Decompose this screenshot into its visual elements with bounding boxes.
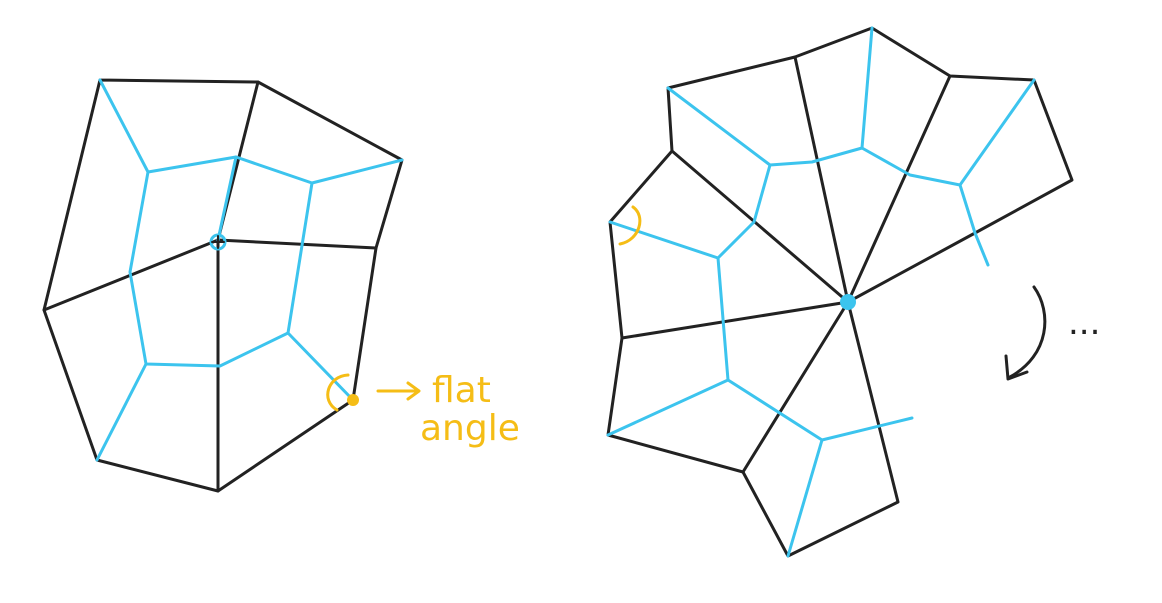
left-black-edges xyxy=(42,78,404,493)
right-angle-arc xyxy=(618,205,642,246)
ellipsis-text: ... xyxy=(1068,303,1100,343)
left-dual-cycle xyxy=(128,155,314,368)
rotation-arrow-curve xyxy=(1008,285,1047,379)
right-center-vertex-dot xyxy=(840,294,856,310)
right-spoke xyxy=(670,149,850,304)
flat-angle-label-line1: flat xyxy=(432,370,491,411)
right-black-edges xyxy=(606,26,1074,558)
left-dual-edge xyxy=(216,155,238,242)
right-spoke xyxy=(620,300,850,340)
right-blue-dual xyxy=(606,26,1036,558)
right-spoke xyxy=(741,300,850,474)
left-dual-edge xyxy=(98,78,150,174)
left-spoke-right xyxy=(216,238,378,250)
left-dual-edge xyxy=(286,331,355,402)
rotation-arrow xyxy=(1004,285,1047,381)
flat-angle-annotation: flat angle xyxy=(326,370,520,449)
right-spoke xyxy=(846,74,952,304)
annotation-arrow-head xyxy=(406,381,421,401)
right-dual-path xyxy=(958,183,990,267)
left-polyhedral-net xyxy=(42,78,404,493)
left-outer-boundary xyxy=(42,78,404,493)
left-blue-dual xyxy=(95,78,404,462)
right-outer-boundary xyxy=(606,26,1074,558)
left-dual-edge xyxy=(310,158,404,185)
flat-angle-vertex-dot xyxy=(347,394,359,406)
left-dual-edge xyxy=(95,362,148,462)
right-dual-path xyxy=(860,26,874,150)
right-dual-path xyxy=(606,256,730,437)
rotation-arrow-head xyxy=(1004,354,1029,381)
right-dual-path xyxy=(608,163,772,260)
flat-angle-label-line2: angle xyxy=(420,408,520,449)
right-dual-path xyxy=(666,78,1036,187)
right-unfolded-net xyxy=(606,26,1074,558)
right-dual-path xyxy=(820,416,914,442)
right-spoke xyxy=(793,55,850,304)
flat-angle-arc xyxy=(326,373,350,412)
